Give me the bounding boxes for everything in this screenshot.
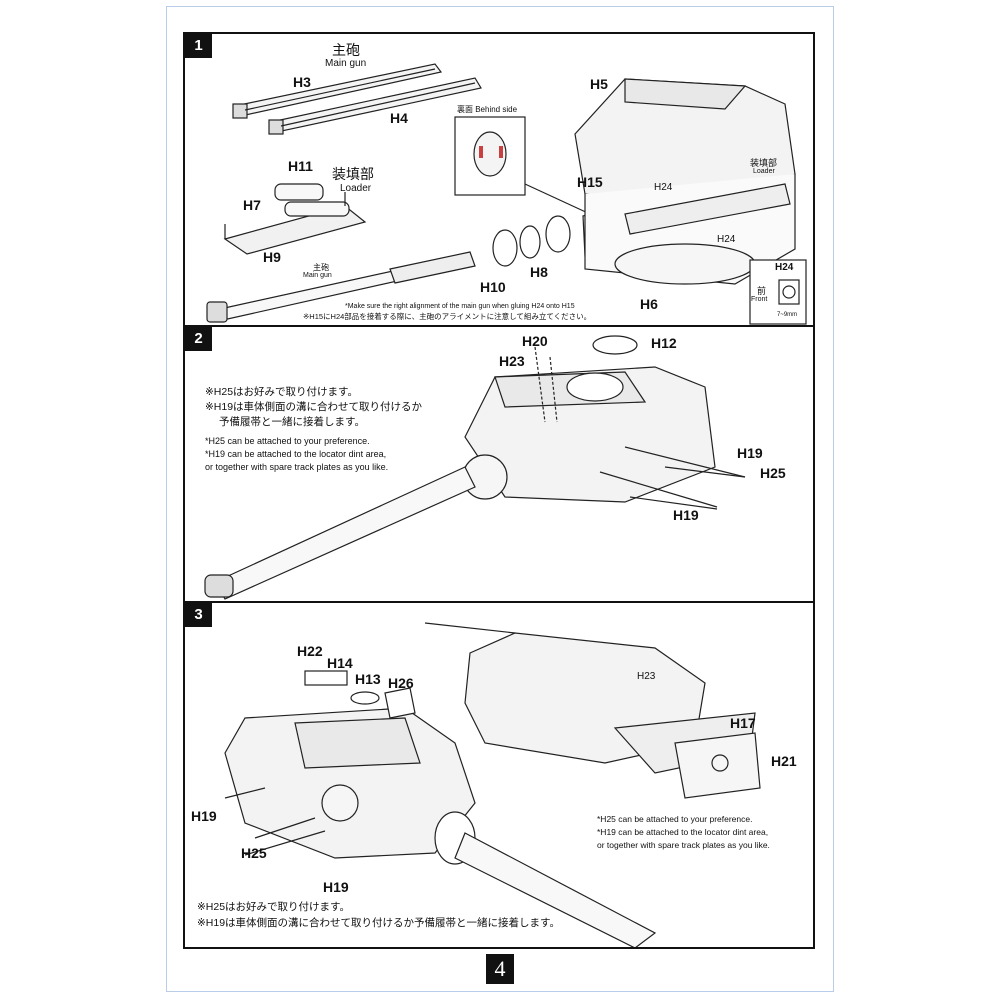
part-label-h3: H3 [293, 74, 311, 90]
step3-note-en-3: or together with spare track plates as y… [597, 840, 770, 850]
loader-small-en: Loader [753, 168, 775, 175]
part-label-h12: H12 [651, 335, 677, 351]
rear-turret-drawing [424, 622, 761, 799]
step2-note-en-1: *H25 can be attached to your preference. [205, 436, 370, 446]
step2-note-jp-2: ※H19は車体側面の溝に合わせて取り付けるか [205, 401, 423, 413]
part-label-h9: H9 [263, 249, 281, 265]
small-parts-drawing [224, 670, 416, 856]
step2-note-jp-3: 予備履帯と一緒に接着します。 [219, 416, 365, 428]
step2-note-en-3: or together with spare track plates as y… [205, 462, 389, 472]
part-label-h22: H22 [297, 643, 323, 659]
long-barrel-drawing [206, 251, 476, 323]
step-2-panel: 2 H20 H12 H23 ※H25はお好みで取り付けます。 ※H19は車体側面… [183, 325, 815, 603]
step-number: 1 [185, 34, 212, 58]
turret-assembled-drawing [434, 335, 716, 503]
part-label-h19-right: H19 [737, 445, 763, 461]
main-gun-small-jp: 主砲 [313, 263, 329, 272]
step3-note-en-1: *H25 can be attached to your preference. [597, 814, 753, 824]
step-3-drawing [224, 622, 761, 947]
step-1-panel: 1 [183, 32, 815, 327]
part-label-h24-inset: H24 [775, 262, 794, 273]
part-label-h11: H11 [288, 158, 313, 174]
part-label-h20: H20 [522, 333, 548, 349]
step-number: 3 [185, 603, 212, 627]
alignment-note-jp: ※H15にH24部品を接着する際に、主砲のアライメントに注意して組み立てください… [303, 312, 592, 321]
step3-note-en-2: *H19 can be attached to the locator dint… [597, 827, 769, 837]
part-label-h25: H25 [241, 845, 267, 861]
dimension-label: 7~9mm [777, 312, 798, 318]
step-3-panel: 3 H22 H14 H13 H26 H23 H17 H21 H19 [183, 601, 815, 949]
step3-note-jp-2: ※H19は車体側面の溝に合わせて取り付けるか予備履帯と一緒に接着します。 [197, 917, 561, 929]
part-label-h5: H5 [590, 76, 608, 92]
part-label-h8: H8 [530, 264, 548, 280]
step-number: 2 [185, 327, 212, 351]
part-label-h21: H21 [771, 753, 797, 769]
front-turret-drawing [224, 707, 657, 947]
part-label-h23: H23 [499, 353, 525, 369]
h24-inset [749, 259, 807, 325]
main-gun-jp-label: 主砲 [332, 42, 360, 58]
behind-side-inset [454, 116, 591, 215]
alignment-note-en: *Make sure the right alignment of the ma… [345, 303, 575, 310]
step3-note-jp-1: ※H25はお好みで取り付けます。 [197, 901, 351, 913]
main-gun-barrel-drawing [204, 466, 476, 600]
step2-note-en-2: *H19 can be attached to the locator dint… [205, 449, 387, 459]
main-gun-en-label: Main gun [325, 58, 367, 69]
front-jp-label: 前 [757, 286, 767, 296]
part-label-h19-left: H19 [191, 808, 217, 824]
h25-h19-parts-drawing [534, 346, 746, 510]
loader-drawing [223, 183, 367, 255]
part-label-h19-bottom: H19 [323, 879, 349, 895]
part-label-h24-top: H24 [654, 182, 673, 193]
loader-small-jp: 装填部 [750, 158, 778, 168]
part-label-h25: H25 [760, 465, 786, 481]
main-gun-halves-drawing [232, 63, 482, 135]
front-en-label: Front [751, 296, 768, 303]
part-label-h7: H7 [243, 197, 261, 213]
main-gun-small-en: Main gun [303, 272, 332, 279]
part-label-h26: H26 [388, 675, 414, 691]
page-number: 4 [486, 954, 514, 984]
part-label-h13: H13 [355, 671, 381, 687]
part-label-h17: H17 [730, 715, 756, 731]
loader-jp-label: 装填部 [332, 166, 374, 182]
step2-note-jp-1: ※H25はお好みで取り付けます。 [205, 386, 359, 398]
turret-drawing [574, 78, 796, 285]
part-label-h24-side: H24 [717, 234, 736, 245]
part-label-h19-bottom: H19 [673, 507, 699, 523]
part-label-h15: H15 [577, 174, 603, 190]
step-1-drawing [206, 63, 807, 325]
part-label-h6: H6 [640, 296, 658, 312]
part-label-h23: H23 [637, 671, 656, 682]
part-label-h4: H4 [390, 110, 408, 126]
step-2-drawing [204, 335, 746, 600]
part-label-h14: H14 [327, 655, 353, 671]
loader-en-label: Loader [340, 183, 372, 194]
behind-side-label: 裏面 Behind side [457, 105, 518, 114]
part-label-h10: H10 [480, 279, 506, 295]
